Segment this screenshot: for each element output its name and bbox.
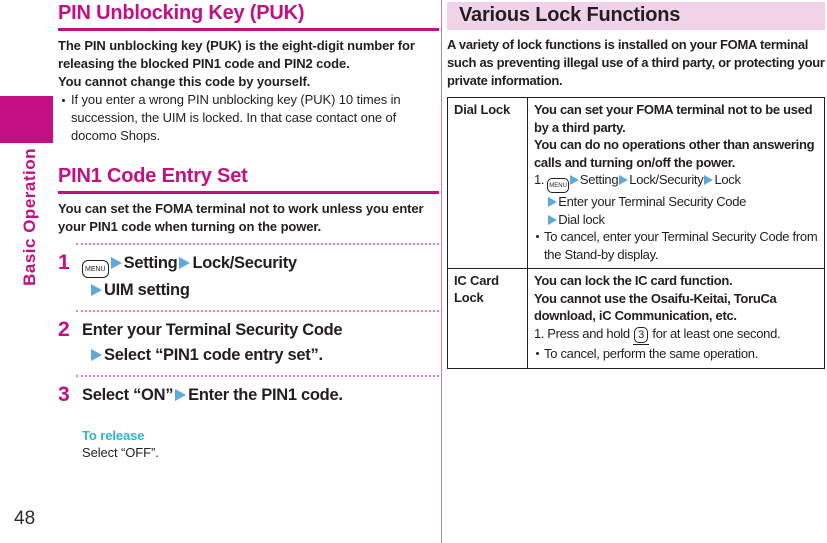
puk-paragraph-2: You cannot change this code by yourself. (58, 74, 311, 89)
left-column: PIN Unblocking Key (PUK) The PIN unblock… (58, 2, 439, 460)
step-1-line-2: UIM setting (82, 278, 297, 303)
dial-lock-step-line-2: Enter your Terminal Security Code (547, 193, 746, 211)
arrow-right-icon (619, 175, 629, 185)
step-3-number: 3 (58, 383, 70, 406)
arrow-right-icon (548, 197, 558, 207)
to-release-label: To release (82, 428, 145, 443)
table-step-number: 1. (534, 172, 545, 187)
step-3-line-1: Select “ON”Enter the PIN1 code. (82, 386, 343, 404)
arrow-right-icon (91, 349, 102, 361)
step-3: 3 Select “ON”Enter the PIN1 code. (58, 383, 439, 408)
arrow-right-icon (91, 284, 102, 296)
table-step-number: 1. (534, 325, 545, 341)
step-2-number: 2 (58, 318, 70, 341)
key-3-hold-underline: 3 (633, 326, 650, 345)
section-heading-pin1: PIN1 Code Entry Set (58, 165, 439, 194)
step-separator (76, 375, 439, 377)
arrow-right-icon (704, 175, 714, 185)
dial-lock-desc-2: You can do no operations other than answ… (534, 137, 815, 170)
locks-intro: A variety of lock functions is installed… (447, 37, 825, 88)
step-2-body: Enter your Terminal Security Code Select… (82, 318, 343, 368)
arrow-right-icon (110, 257, 122, 269)
menu-key-icon: MENU (82, 260, 109, 278)
lock-functions-table: Dial Lock You can set your FOMA terminal… (447, 97, 825, 369)
ic-card-lock-desc-1: You can lock the IC card function. (534, 273, 733, 288)
dial-lock-note: To cancel, enter your Terminal Security … (534, 228, 818, 263)
step-1-number: 1 (58, 251, 70, 274)
chapter-tab-block (0, 96, 53, 143)
section-heading-locks: Various Lock Functions (447, 2, 825, 30)
step-2: 2 Enter your Terminal Security Code Sele… (58, 318, 439, 368)
step-2-line-2: Select “PIN1 code entry set”. (82, 343, 342, 368)
puk-bullet-note: If you enter a wrong PIN unblocking key … (58, 91, 439, 145)
table-row-ic-card-lock: IC Card Lock You can lock the IC card fu… (447, 268, 825, 369)
step-separator (76, 310, 439, 312)
step-2-line-1: Enter your Terminal Security Code (82, 321, 343, 339)
ic-card-lock-note: To cancel, perform the same operation. (534, 345, 818, 363)
arrow-right-icon (179, 257, 191, 269)
dial-lock-content: You can set your FOMA terminal not to be… (527, 97, 825, 269)
pin1-intro: You can set the FOMA terminal not to wor… (58, 201, 424, 234)
puk-paragraph-1: The PIN unblocking key (PUK) is the eigh… (58, 38, 415, 71)
chapter-label: Basic Operation (20, 148, 39, 286)
arrow-right-icon (569, 175, 579, 185)
key-3-icon: 3 (634, 326, 649, 343)
page-number: 48 (14, 508, 36, 529)
ic-card-lock-step: 1. Press and hold 3 for at least one sec… (534, 325, 818, 345)
ic-card-lock-step-body: Press and hold 3 for at least one second… (547, 325, 781, 345)
ic-card-lock-desc-2: You cannot use the Osaifu-Keitai, ToruCa… (534, 290, 777, 324)
arrow-right-icon (548, 214, 558, 225)
right-column: Various Lock Functions A variety of lock… (447, 2, 825, 369)
step-separator (76, 243, 439, 245)
table-row-dial-lock: Dial Lock You can set your FOMA terminal… (447, 97, 825, 269)
arrow-right-icon (175, 389, 187, 401)
to-release-text: Select “OFF”. (82, 445, 159, 460)
dial-lock-step-line-3: Dial lock (547, 211, 746, 229)
section-heading-puk: PIN Unblocking Key (PUK) (58, 2, 439, 31)
step-3-body: Select “ON”Enter the PIN1 code. (82, 383, 343, 408)
column-divider (441, 0, 442, 543)
dial-lock-label: Dial Lock (447, 97, 528, 269)
menu-key-icon: MENU (547, 178, 569, 193)
ic-card-lock-content: You can lock the IC card function. You c… (527, 268, 825, 369)
ic-card-lock-label: IC Card Lock (447, 268, 528, 369)
dial-lock-desc-1: You can set your FOMA terminal not to be… (534, 102, 813, 135)
